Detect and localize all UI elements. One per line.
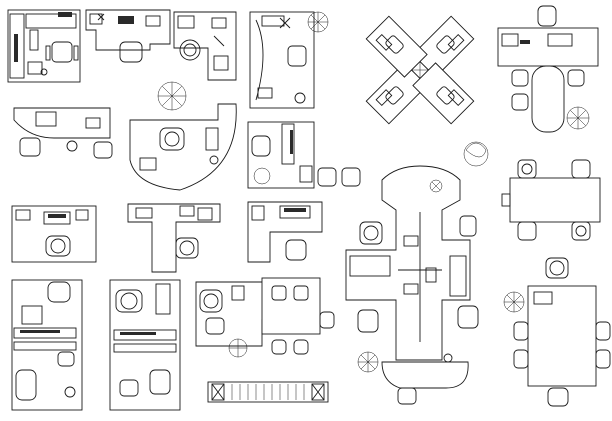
- cubicle-row-bottom-center: [109, 279, 181, 411]
- plant-center: [157, 81, 187, 111]
- u-shaped-desk-row3-right: [247, 201, 323, 263]
- four-desk-cross-cluster: [365, 15, 475, 125]
- round-reception-desk: [13, 107, 113, 159]
- plant-round-shrub: [463, 141, 489, 167]
- corner-desk-with-plant-top: [173, 11, 237, 81]
- executive-desk-with-conference-table: [497, 5, 599, 133]
- curved-desk-semicircle: [129, 103, 237, 191]
- l-shaped-desk-pair-top: [85, 9, 171, 63]
- cubicle-row-bottom-left: [11, 279, 83, 411]
- open-plan-desk-cluster: [195, 277, 335, 358]
- cubicle-workstation-top-left: [7, 9, 81, 83]
- storage-cabinets: [207, 381, 329, 403]
- cubicle-with-chair-row3-left: [11, 205, 97, 263]
- hexagonal-meeting-cluster: [345, 165, 479, 405]
- l-shaped-desk-row3-center: [127, 203, 221, 273]
- conference-table-bottom-right: [503, 257, 611, 407]
- curved-desk-top: [249, 11, 329, 109]
- small-office-with-shelves: [247, 121, 361, 189]
- rectangular-meeting-table: [501, 159, 601, 241]
